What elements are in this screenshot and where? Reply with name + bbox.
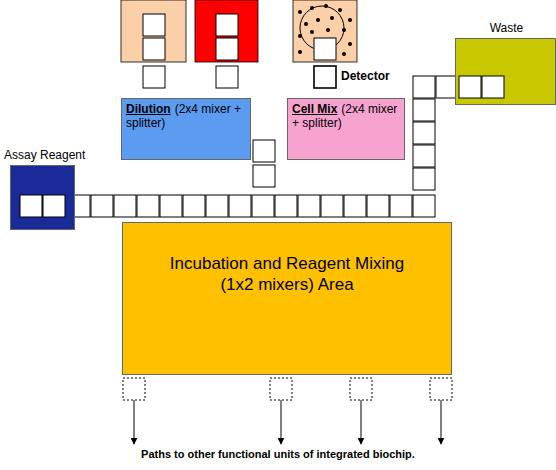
sample-reservoir: [195, 0, 258, 62]
detector-label: Detector: [341, 69, 390, 83]
reservoir-label: Assay Reagent: [4, 148, 85, 162]
outlet-ports: [123, 378, 452, 400]
module-name: Cell Mix: [292, 102, 337, 116]
cell-mix-module: Cell Mix(2x4 mixer + splitter): [287, 98, 405, 160]
cell-reservoir: [293, 0, 357, 62]
module-label: Cell Mix(2x4 mixer + splitter): [288, 99, 404, 133]
electrode-row: [68, 195, 435, 217]
dilution-module: Dilution(2x4 mixer + splitter): [121, 98, 251, 160]
module-name: Dilution: [126, 102, 171, 116]
reservoir-label: Waste: [490, 21, 524, 35]
caption: Paths to other functional units of integ…: [0, 448, 556, 460]
sample-reservoir: [121, 0, 186, 62]
outlet-arrows: [134, 400, 441, 444]
area-label: Incubation and Reagent Mixing (1x2 mixer…: [167, 253, 407, 295]
module-label: Dilution(2x4 mixer + splitter): [122, 99, 250, 133]
incubation-area: Incubation and Reagent Mixing (1x2 mixer…: [122, 222, 452, 375]
